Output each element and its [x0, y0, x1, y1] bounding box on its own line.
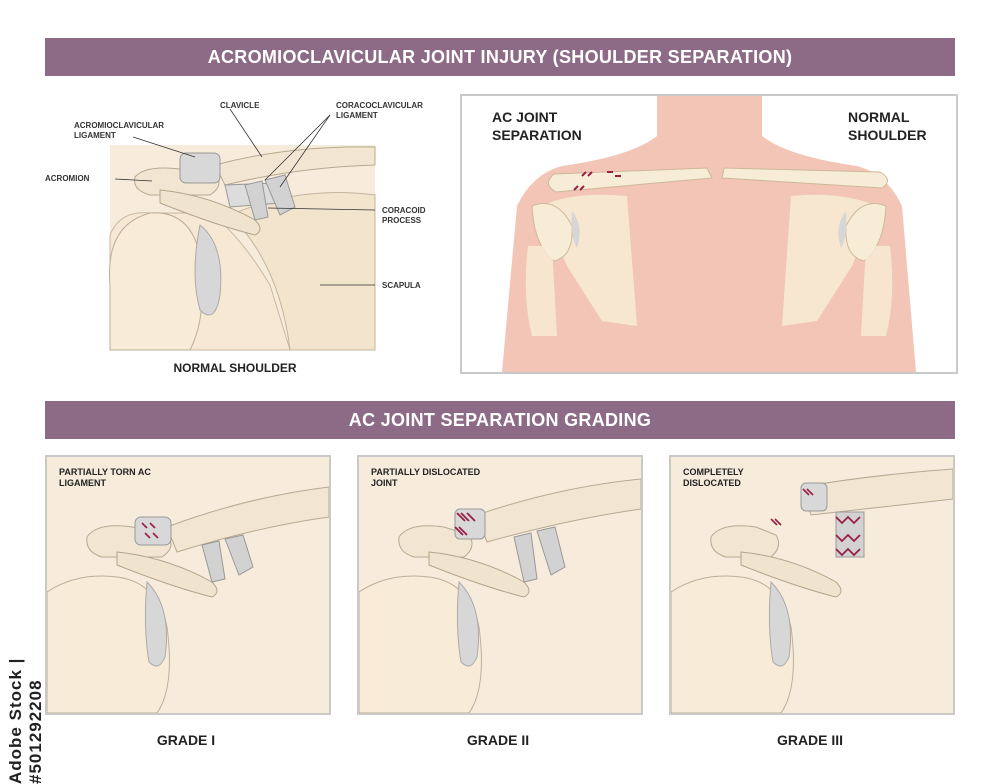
grade-3-illustration	[671, 457, 953, 713]
label-coracoid-process: CORACOID PROCESS	[382, 206, 426, 225]
label-acromioclavicular-ligament: ACROMIOCLAVICULAR LIGAMENT	[74, 121, 165, 140]
grade-3-caption: GRADE III	[776, 732, 844, 748]
grade-2-illustration	[359, 457, 641, 713]
grade-1-caption: GRADE I	[156, 732, 216, 748]
label-scapula: SCAPULA	[382, 281, 421, 290]
grade-2-note: PARTIALLY DISLOCATED JOINT	[371, 467, 481, 488]
grade-1-panel: PARTIALLY TORN AC LIGAMENT	[45, 455, 331, 715]
normal-shoulder-illustration	[109, 108, 376, 351]
grade-3-note: COMPLETELY DISLOCATED	[683, 467, 744, 488]
grade-1-illustration	[47, 457, 329, 713]
grading-title: AC JOINT SEPARATION GRADING	[348, 410, 652, 430]
normal-shoulder-diagram: ACROMIOCLAVICULAR LIGAMENT CLAVICLE CORA…	[40, 85, 440, 395]
comparison-panel: AC JOINT SEPARATION NORMAL SHOULDER	[460, 94, 958, 374]
stock-watermark: Adobe Stock | #501292208	[6, 657, 45, 784]
normal-shoulder-label: NORMAL SHOULDER	[848, 109, 927, 143]
label-acromion: ACROMION	[45, 174, 90, 183]
grade-1-note: PARTIALLY TORN AC LIGAMENT	[59, 467, 151, 488]
grade-3-panel: COMPLETELY DISLOCATED	[669, 455, 955, 715]
torso-illustration	[502, 96, 916, 372]
ac-joint-separation-label: AC JOINT SEPARATION	[492, 109, 582, 143]
main-title: ACROMIOCLAVICULAR JOINT INJURY (SHOULDER…	[207, 47, 793, 67]
main-title-banner: ACROMIOCLAVICULAR JOINT INJURY (SHOULDER…	[45, 38, 955, 76]
grade-2-caption: GRADE II	[466, 732, 530, 748]
label-coracoclavicular-ligament: CORACOCLAVICULAR LIGAMENT	[336, 101, 423, 120]
normal-shoulder-caption: NORMAL SHOULDER	[173, 361, 297, 375]
label-clavicle: CLAVICLE	[220, 101, 260, 110]
grade-2-panel: PARTIALLY DISLOCATED JOINT	[357, 455, 643, 715]
grading-title-banner: AC JOINT SEPARATION GRADING	[45, 401, 955, 439]
